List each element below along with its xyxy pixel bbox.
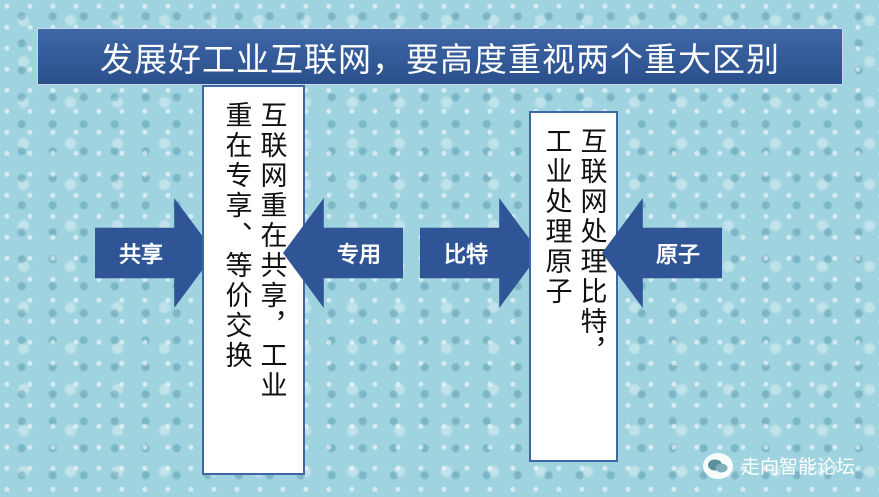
arrow-shared: 共享 [95, 198, 215, 308]
internet-vs-industry-box: 互联网重在共享，工业 重在专享、等价交换 [202, 85, 305, 475]
arrow-bit-label: 比特 [443, 242, 488, 268]
box-column-2: 工业处理原子 [540, 127, 572, 307]
wechat-icon [702, 452, 733, 479]
box-column-2: 重在专享、等价交换 [220, 101, 252, 371]
box-column-1: 互联网处理比特， [575, 127, 607, 367]
box-column-1: 互联网重在共享，工业 [255, 101, 287, 401]
arrow-dedicated-label: 专用 [336, 242, 381, 268]
arrow-atom: 原子 [602, 198, 722, 308]
bit-vs-atom-box: 互联网处理比特， 工业处理原子 [529, 111, 618, 462]
arrow-atom-label: 原子 [655, 242, 700, 268]
arrow-bit: 比特 [420, 198, 540, 308]
slide-title: 发展好工业互联网，要高度重视两个重大区别 [37, 28, 843, 85]
watermark: 走向智能论坛 [702, 452, 855, 479]
watermark-text: 走向智能论坛 [740, 456, 855, 478]
arrow-shared-label: 共享 [118, 242, 163, 268]
